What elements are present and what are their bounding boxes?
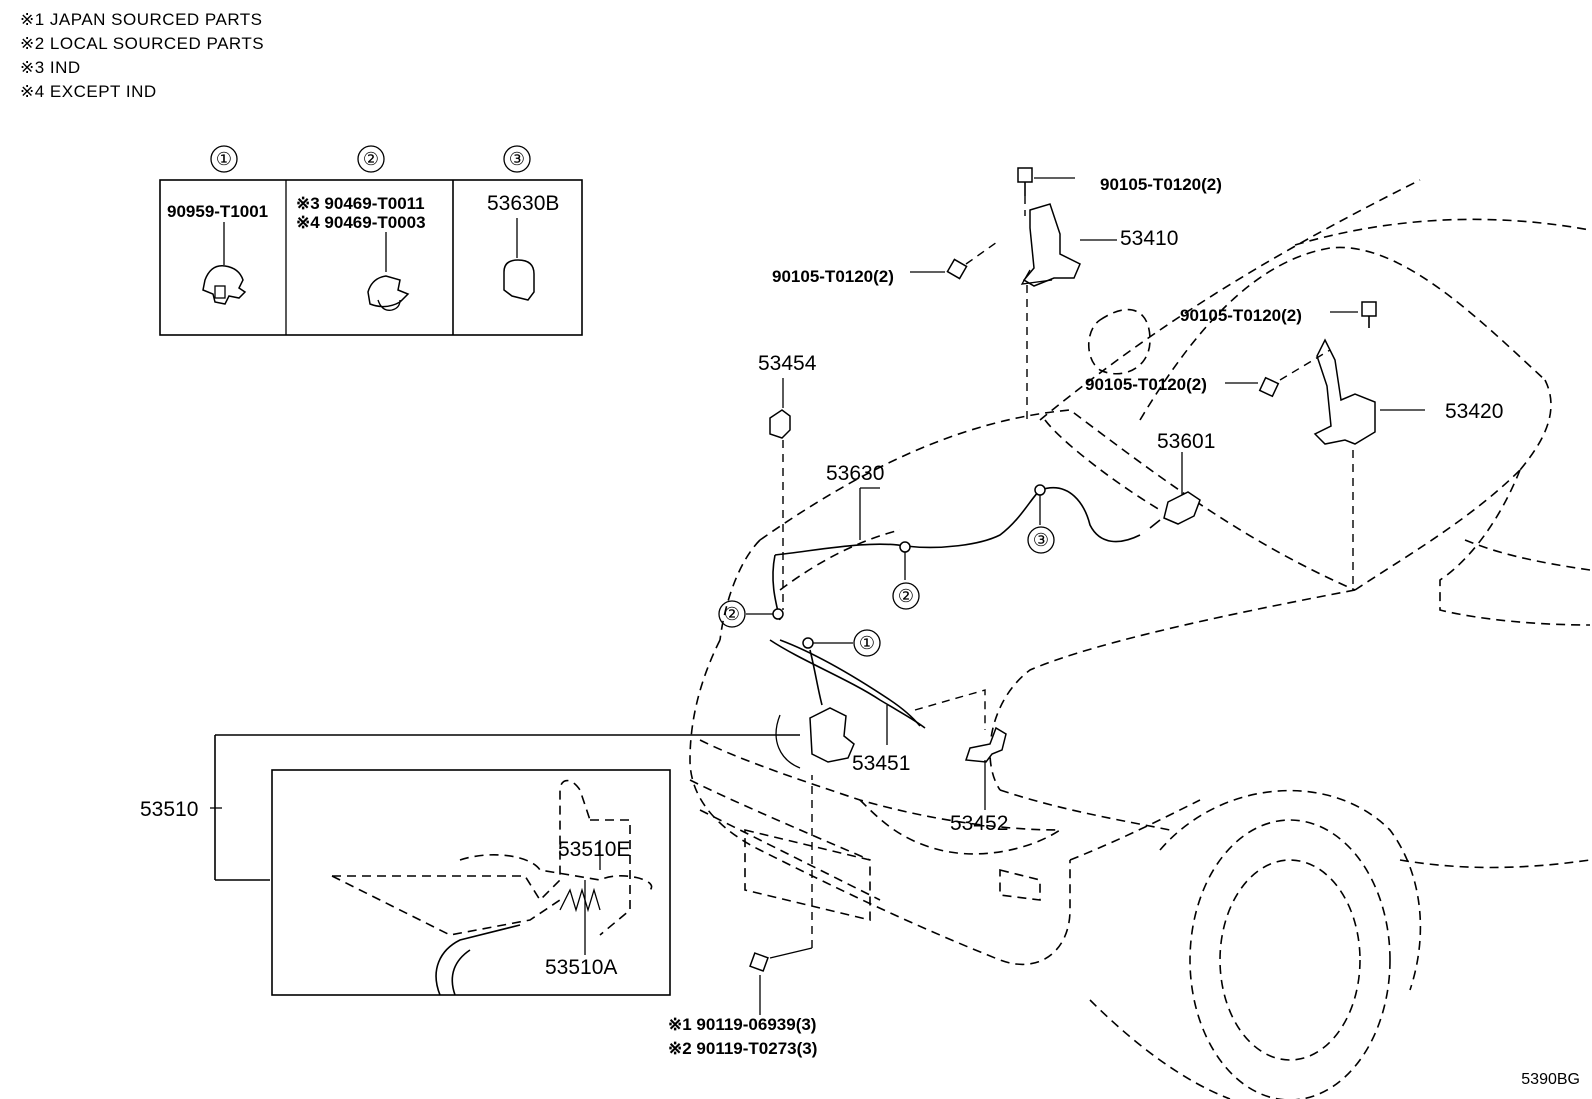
label-bolt-right-top: 90105-T0120(2) xyxy=(1180,306,1302,325)
label-cable: 53630 xyxy=(826,462,884,485)
note-local-sourced: ※2 LOCAL SOURCED PARTS xyxy=(20,34,265,53)
clip-icon-2 xyxy=(367,275,410,308)
label-lock-sub-e: 53510E xyxy=(558,838,630,861)
marker-circle: ② xyxy=(892,582,920,610)
detail-part-90469-t0011: ※3 90469-T0011 xyxy=(296,194,425,213)
clip-icon xyxy=(202,265,247,305)
clamp-icon xyxy=(503,259,535,301)
lock-detail xyxy=(271,769,671,996)
bolt-icon xyxy=(749,775,813,1015)
hood-lock xyxy=(210,707,855,881)
note-ind: ※3 IND xyxy=(20,58,81,77)
svg-text:③: ③ xyxy=(1033,530,1049,550)
detail-part-53630b: 53630B xyxy=(487,192,559,215)
label-hinge-left: 53410 xyxy=(1120,227,1178,250)
bolt-icon xyxy=(1017,167,1075,216)
label-bolt-top: 90105-T0120(2) xyxy=(1100,175,1222,194)
svg-text:②: ② xyxy=(724,604,740,624)
label-hinge-right: 53420 xyxy=(1445,400,1503,423)
marker-circle: ① xyxy=(853,629,881,657)
hood-support xyxy=(964,726,1007,810)
note-japan-sourced: ※1 JAPAN SOURCED PARTS xyxy=(20,10,263,29)
detail-marker-2: ② xyxy=(363,149,379,169)
bolt-icon xyxy=(1225,349,1331,398)
detail-marker-3: ③ xyxy=(509,149,525,169)
marker-circle: ② xyxy=(718,600,746,628)
svg-text:①: ① xyxy=(859,633,875,653)
hood-hinge-left xyxy=(1020,203,1081,420)
label-lock-sub-a: 53510A xyxy=(545,956,617,979)
detail-part-90469-t0003: ※4 90469-T0003 xyxy=(296,213,426,232)
diagram-code: 5390BG xyxy=(1521,1071,1580,1088)
label-bolt-right-hinge: 90105-T0120(2) xyxy=(1085,375,1207,394)
hood-switch xyxy=(1149,452,1201,529)
note-except-ind: ※4 EXCEPT IND xyxy=(20,82,157,101)
label-bolt-left-hinge: 90105-T0120(2) xyxy=(772,267,894,286)
bolt-icon xyxy=(1330,301,1377,328)
marker-circle: ③ xyxy=(1027,526,1055,554)
detail-boxes: ① ② ③ 90959-T1001 ※3 90469-T0011 ※4 9046… xyxy=(159,145,583,336)
hood-cushion xyxy=(769,378,791,610)
vehicle-outline xyxy=(689,179,1591,1099)
detail-marker-1: ① xyxy=(216,149,232,169)
release-cable xyxy=(746,484,1141,729)
label-bolt-bottom-1: ※1 90119-06939(3) xyxy=(668,1015,816,1034)
svg-text:②: ② xyxy=(898,586,914,606)
label-lock-assy: 53510 xyxy=(140,798,198,821)
label-switch: 53601 xyxy=(1157,430,1215,453)
hood-lever xyxy=(779,639,986,745)
label-bolt-bottom-2: ※2 90119-T0273(3) xyxy=(668,1039,817,1058)
label-lever: 53451 xyxy=(852,752,910,775)
hood-hinge-right xyxy=(1313,338,1425,590)
detail-part-90959: 90959-T1001 xyxy=(167,202,268,221)
label-support: 53452 xyxy=(950,812,1008,835)
bolt-icon xyxy=(910,239,1001,280)
label-cushion: 53454 xyxy=(758,352,817,375)
